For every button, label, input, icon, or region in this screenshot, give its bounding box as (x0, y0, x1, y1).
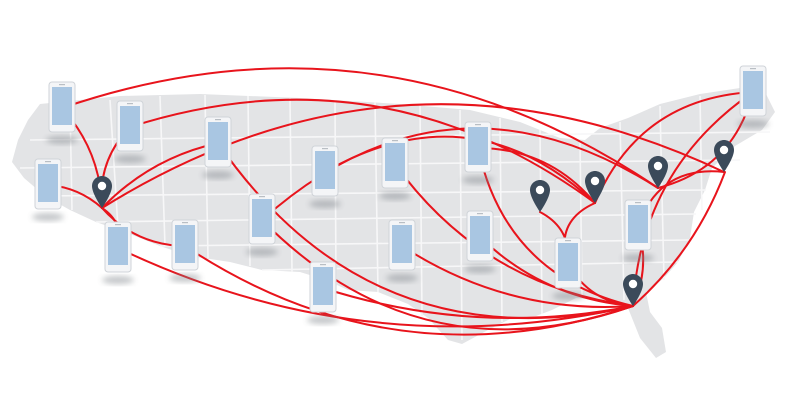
smartphone-icon (464, 210, 496, 273)
smartphone-icon (32, 158, 64, 221)
smartphone-icon (552, 237, 584, 300)
route-line (322, 287, 634, 319)
smartphone-icon (462, 121, 494, 184)
smartphone-icon (309, 145, 341, 208)
smartphone-icon (46, 81, 78, 144)
hub-group (92, 140, 734, 306)
route-line (394, 163, 634, 307)
smartphone-icon (307, 261, 339, 324)
route-line (632, 171, 726, 307)
device-group (32, 65, 769, 324)
map-pin-icon (648, 156, 668, 188)
route-line (401, 245, 634, 308)
smartphone-icon (114, 100, 146, 163)
smartphone-icon (102, 221, 134, 284)
smartphone-icon (246, 193, 278, 256)
route-line (632, 91, 754, 307)
route-line (101, 142, 219, 209)
map-pin-icon (623, 274, 643, 306)
route-line (101, 103, 725, 209)
route-line (61, 67, 659, 189)
smartphone-icon (622, 199, 654, 262)
route-line (129, 98, 596, 204)
map-pin-icon (92, 176, 112, 208)
map-pin-icon (585, 171, 605, 203)
smartphone-icon (379, 137, 411, 200)
smartphone-icon (169, 219, 201, 282)
route-line (477, 147, 596, 204)
route-line (479, 236, 634, 307)
smartphone-icon (202, 116, 234, 179)
map-pin-icon (714, 140, 734, 172)
smartphone-icon (386, 219, 418, 282)
map-pin-icon (530, 180, 550, 212)
route-line (594, 91, 754, 204)
smartphone-icon (737, 65, 769, 128)
route-line (261, 219, 634, 331)
